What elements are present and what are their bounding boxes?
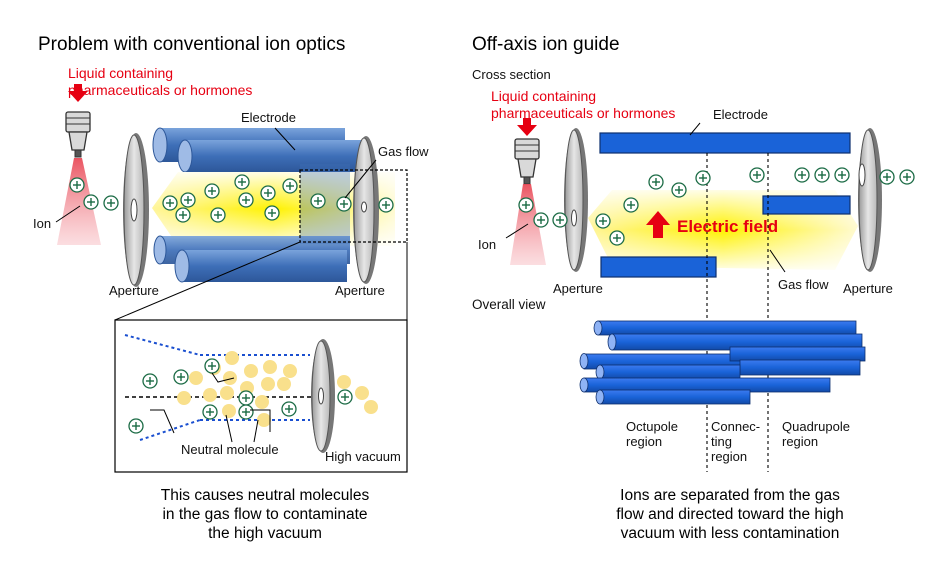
left-electrode-label: Electrode xyxy=(241,110,296,125)
right-title: Off-axis ion guide xyxy=(472,34,620,55)
right-liquid-label-1: Liquid containing xyxy=(491,88,597,104)
right-electrode-label: Electrode xyxy=(713,107,768,122)
connecting-label-2: ting xyxy=(711,434,732,449)
left-liquid-label-1: Liquid containing xyxy=(68,65,174,81)
octupole-label-1: Octupole xyxy=(626,419,679,434)
left-caption-line-3: the high vacuum xyxy=(208,525,322,542)
right-aperture-label-1: Aperture xyxy=(553,281,603,296)
right-caption: Ions are separated from the gas flow and… xyxy=(575,486,885,543)
left-gas-flow-label: Gas flow xyxy=(378,144,429,159)
quadrupole-label-2: region xyxy=(782,434,819,449)
left-aperture-disk-1 xyxy=(123,133,149,287)
right-electrodes xyxy=(599,132,851,278)
octupole-region-label: Octupole region xyxy=(626,419,678,449)
right-caption-line-1: Ions are separated from the gas xyxy=(620,487,840,504)
left-leader-lines xyxy=(55,127,377,223)
right-liquid-label-2: pharmaceuticals or hormones xyxy=(491,105,676,121)
right-caption-line-3: vacuum with less contamination xyxy=(620,525,840,542)
quadrupole-label-1: Quadrupole xyxy=(782,419,850,434)
left-aperture-label-1: Aperture xyxy=(109,283,159,298)
right-region-dashed-lines xyxy=(706,153,769,472)
high-vacuum-label: High vacuum xyxy=(325,449,401,464)
quadrupole-region-label: Quadrupole region xyxy=(782,419,850,449)
right-aperture-disk-2 xyxy=(858,128,882,272)
electric-field-arrow-icon xyxy=(646,211,670,238)
left-spray-nozzle-icon xyxy=(57,84,101,245)
neutral-molecule-label: Neutral molecule xyxy=(181,442,279,457)
left-ion-label: Ion xyxy=(33,216,52,231)
octupole-label-2: region xyxy=(626,434,663,449)
left-liquid-label-2: pharmaceuticals or hormones xyxy=(68,82,253,98)
right-spray-nozzle-icon xyxy=(510,118,546,265)
left-aperture-label-2: Aperture xyxy=(335,283,385,298)
left-caption-line-2: in the gas flow to contaminate xyxy=(162,506,368,523)
left-caption: This causes neutral molecules in the gas… xyxy=(120,486,410,543)
connecting-label-3: region xyxy=(711,449,748,464)
overall-view-rods xyxy=(579,320,866,405)
left-electrode-rods-back xyxy=(152,127,365,173)
connecting-label-1: Connec- xyxy=(711,419,761,434)
right-gas-flow-label: Gas flow xyxy=(778,277,829,292)
inset-diagram xyxy=(124,334,378,453)
connecting-region-label: Connec- ting region xyxy=(711,419,760,464)
right-caption-line-2: flow and directed toward the high xyxy=(616,506,844,523)
cross-section-label: Cross section xyxy=(472,67,551,82)
right-aperture-disk-1 xyxy=(564,128,588,272)
left-caption-line-1: This causes neutral molecules xyxy=(160,487,370,504)
electric-field-label: Electric field xyxy=(677,217,779,236)
left-title: Problem with conventional ion optics xyxy=(38,34,346,55)
left-aperture-disk-2 xyxy=(353,136,379,284)
right-aperture-label-2: Aperture xyxy=(843,281,893,296)
right-leader-lines xyxy=(505,122,786,273)
overall-view-label: Overall view xyxy=(472,297,546,312)
right-ion-label: Ion xyxy=(478,237,497,252)
